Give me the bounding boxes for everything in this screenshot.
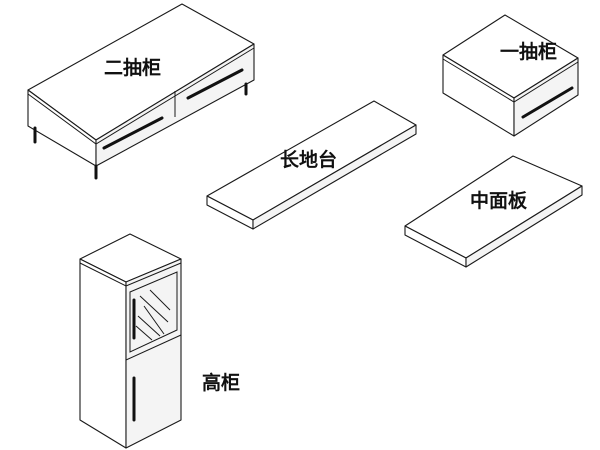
long-floor-stand-label: 长地台 (280, 149, 338, 171)
two-drawer-cabinet-label: 二抽柜 (104, 57, 162, 79)
one-drawer-cabinet-drawing (442, 14, 579, 137)
tall-cabinet-drawing (79, 233, 182, 449)
middle-panel-label: 中面板 (470, 190, 528, 212)
two-drawer-cabinet-drawing (27, 3, 255, 180)
middle-panel-drawing (404, 155, 583, 268)
glass-reflection-icon (135, 289, 171, 341)
one-drawer-cabinet-label: 一抽柜 (500, 41, 558, 63)
long-floor-stand-drawing (206, 100, 417, 230)
tall-cabinet-label: 高柜 (202, 372, 241, 394)
